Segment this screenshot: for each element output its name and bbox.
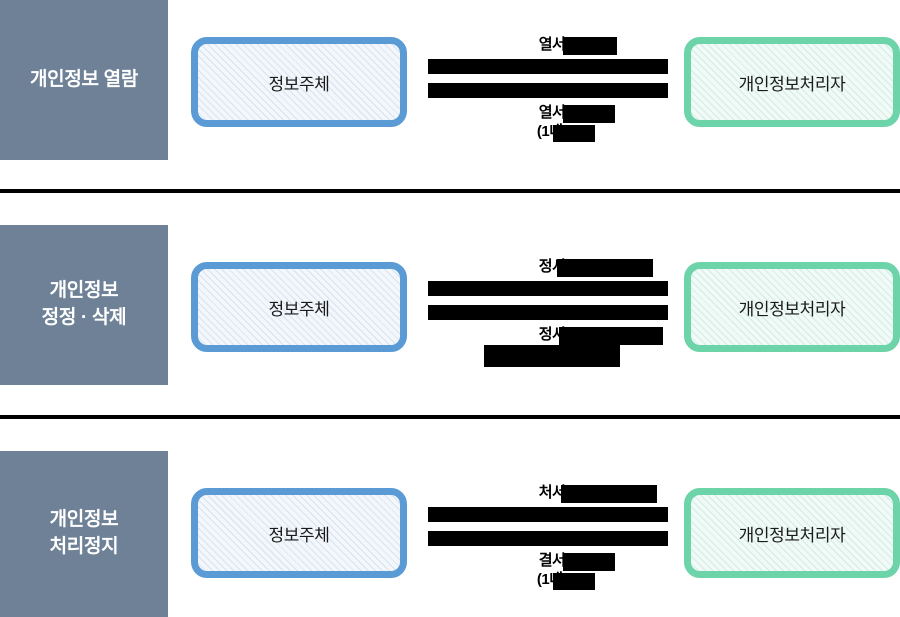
actor-label-data-subject: 정보주체: [268, 525, 330, 545]
response-label-text-correction: 정서: [538, 325, 663, 345]
request-suffix: 서: [552, 36, 566, 53]
flow-column-correction-deletion: 정서 정서: [420, 258, 684, 367]
redaction-bar: [558, 326, 663, 345]
redaction-bar: [483, 344, 620, 367]
response-note-prefix: (1: [536, 570, 550, 588]
response-prefix: 정: [538, 325, 553, 343]
actor-label-data-subject: 정보주체: [268, 74, 330, 94]
flow-column-access: 열서 열서 (1내): [420, 36, 684, 142]
actor-box-data-subject[interactable]: 정보주체: [191, 488, 407, 578]
actor-label-data-controller: 개인정보처리자: [738, 299, 846, 319]
arrow-response-redacted: [428, 530, 668, 546]
sidebar-item-correction-deletion[interactable]: 개인정보 정정 · 삭제: [0, 225, 168, 385]
arrow-request-redacted: [428, 506, 668, 522]
section-divider: [0, 415, 900, 419]
response-label-text-access: 열서: [538, 103, 615, 123]
request-label-text-correction: 정서: [538, 258, 653, 277]
redaction-bar: [556, 259, 653, 277]
actor-box-data-subject[interactable]: 정보주체: [191, 37, 407, 127]
arrow-request-redacted: [428, 58, 668, 74]
response-note-suspension: (1내): [420, 571, 684, 590]
flow-column-processing-suspension: 처서 결서 (1내): [420, 484, 684, 590]
response-extra-redaction-correction: [420, 344, 684, 367]
sidebar-item-processing-suspension[interactable]: 개인정보 처리정지: [0, 451, 168, 617]
arrow-request-redacted: [428, 280, 668, 296]
redaction-bar: [552, 124, 595, 142]
response-note-prefix: (1: [536, 122, 550, 140]
response-suffix: 서: [552, 103, 566, 121]
section-personal-info-processing-suspension: 개인정보 처리정지 정보주체 처서 결서 (1내): [0, 420, 900, 617]
arrow-response-redacted: [428, 304, 668, 320]
section-personal-info-correction-deletion: 개인정보 정정 · 삭제 정보주체 정서 정서 개인정보처리자: [0, 194, 900, 419]
actor-box-data-controller[interactable]: 개인정보처리자: [684, 262, 900, 352]
actor-label-data-subject: 정보주체: [268, 299, 330, 319]
sidebar-item-access[interactable]: 개인정보 열람: [0, 0, 168, 160]
request-label-suspension: 처서: [420, 484, 684, 503]
response-label-text-suspension: 결서: [538, 551, 615, 571]
redaction-bar: [562, 104, 615, 123]
actor-label-data-controller: 개인정보처리자: [738, 74, 846, 94]
response-label-correction: 정서: [420, 325, 684, 367]
request-prefix: 처: [538, 484, 553, 501]
section-divider: [0, 189, 900, 193]
request-label-access: 열서: [420, 36, 684, 55]
actor-box-data-controller[interactable]: 개인정보처리자: [684, 37, 900, 127]
redaction-bar: [552, 572, 595, 590]
actor-box-data-controller[interactable]: 개인정보처리자: [684, 488, 900, 578]
request-prefix: 열: [538, 36, 553, 53]
response-prefix: 열: [538, 103, 553, 121]
redaction-bar: [562, 552, 615, 571]
section-personal-info-access: 개인정보 열람 정보주체 열서 열서 (1내) 개: [0, 0, 900, 193]
response-label-suspension: 결서 (1내): [420, 552, 684, 590]
response-prefix: 결: [538, 551, 553, 569]
actor-box-data-subject[interactable]: 정보주체: [191, 262, 407, 352]
redaction-bar: [560, 485, 657, 503]
response-suffix: 서: [552, 551, 566, 569]
actor-label-data-controller: 개인정보처리자: [738, 525, 846, 545]
response-label-access: 열서 (1내): [420, 104, 684, 142]
request-label-text-access: 열서: [538, 36, 617, 55]
request-label-text-suspension: 처서: [538, 484, 657, 503]
request-label-correction: 정서: [420, 258, 684, 277]
arrow-response-redacted: [428, 82, 668, 98]
request-prefix: 정: [538, 258, 553, 275]
redaction-bar: [562, 37, 617, 55]
response-note-access: (1내): [420, 123, 684, 142]
